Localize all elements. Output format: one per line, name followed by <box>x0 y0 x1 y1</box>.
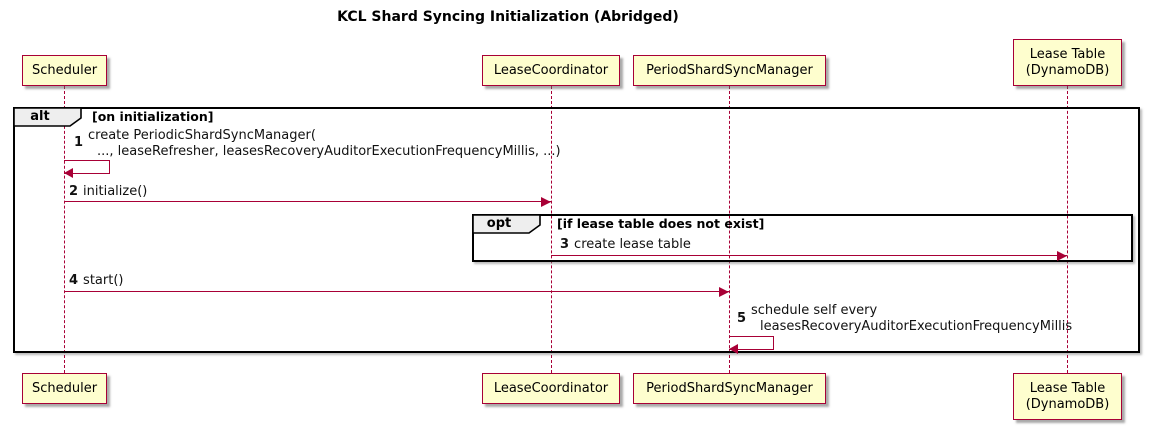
participant-lease-coordinator-top: LeaseCoordinator <box>482 55 620 86</box>
message-4-arrowhead <box>719 287 729 297</box>
opt-frame <box>472 214 1133 262</box>
message-1-self-arrow <box>64 160 110 174</box>
alt-operator-label: alt <box>30 109 50 124</box>
opt-frame-tab <box>472 214 541 234</box>
message-1-line2: ..., leaseRefresher, leasesRecoveryAudit… <box>97 144 561 159</box>
opt-operator-label: opt <box>486 216 512 231</box>
lifeline-scheduler <box>64 86 65 373</box>
message-5-self-arrow <box>729 336 774 350</box>
message-2-arrowhead <box>541 197 551 207</box>
message-3-text: create lease table <box>574 237 691 252</box>
alt-frame-tab <box>13 107 82 127</box>
message-3-arrow <box>551 255 1067 256</box>
message-4-text: start() <box>83 273 124 288</box>
participant-scheduler-top: Scheduler <box>22 55 107 86</box>
lifeline-period-shard-sync-manager <box>729 86 730 373</box>
message-5-seq: 5 <box>737 311 747 326</box>
message-4-arrow <box>64 291 729 292</box>
participant-label: Lease Table <box>1029 46 1106 62</box>
participant-scheduler-bottom: Scheduler <box>22 373 107 404</box>
participant-label-line2: (DynamoDB) <box>1025 396 1110 412</box>
opt-guard-label: [if lease table does not exist] <box>557 216 765 231</box>
participant-lease-coordinator-bottom: LeaseCoordinator <box>482 373 620 404</box>
message-5-line2: leasesRecoveryAuditorExecutionFrequencyM… <box>760 319 1073 334</box>
participant-period-shard-sync-manager-bottom: PeriodShardSyncManager <box>633 373 826 404</box>
message-1-label: create PeriodicShardSyncManager( ..., le… <box>88 128 561 160</box>
message-2-seq: 2 <box>69 184 79 199</box>
message-3-arrowhead <box>1057 251 1067 261</box>
message-2-text: initialize() <box>83 184 148 199</box>
message-1-arrowhead <box>64 168 73 178</box>
participant-period-shard-sync-manager-top: PeriodShardSyncManager <box>633 55 826 86</box>
participant-label: Scheduler <box>31 62 98 78</box>
message-2-label: 2 initialize() <box>69 184 147 199</box>
message-4-seq: 4 <box>69 273 79 288</box>
participant-lease-table-bottom: Lease Table (DynamoDB) <box>1013 373 1122 420</box>
message-1-line1: create PeriodicShardSyncManager( <box>88 128 316 143</box>
lifeline-lease-table <box>1067 86 1068 373</box>
participant-label: PeriodShardSyncManager <box>646 62 813 78</box>
message-5-arrowhead <box>729 344 738 354</box>
message-5-label: schedule self every leasesRecoveryAudito… <box>751 303 1072 335</box>
message-3-label: 3 create lease table <box>560 237 691 252</box>
alt-guard-label: [on initialization] <box>92 109 214 124</box>
participant-label: LeaseCoordinator <box>493 380 609 396</box>
message-1-seq: 1 <box>74 135 84 150</box>
participant-lease-table-top: Lease Table (DynamoDB) <box>1013 39 1122 86</box>
message-5-line1: schedule self every <box>751 303 878 318</box>
participant-label: LeaseCoordinator <box>493 62 609 78</box>
lifeline-lease-coordinator <box>551 86 552 373</box>
participant-label: PeriodShardSyncManager <box>646 380 813 396</box>
diagram-title: KCL Shard Syncing Initialization (Abridg… <box>337 9 679 25</box>
participant-label: Scheduler <box>31 380 98 396</box>
participant-label: Lease Table <box>1029 380 1106 396</box>
message-2-arrow <box>64 201 551 202</box>
message-3-seq: 3 <box>560 237 570 252</box>
message-4-label: 4 start() <box>69 273 123 288</box>
alt-frame <box>13 107 1140 353</box>
participant-label-line2: (DynamoDB) <box>1025 62 1110 78</box>
